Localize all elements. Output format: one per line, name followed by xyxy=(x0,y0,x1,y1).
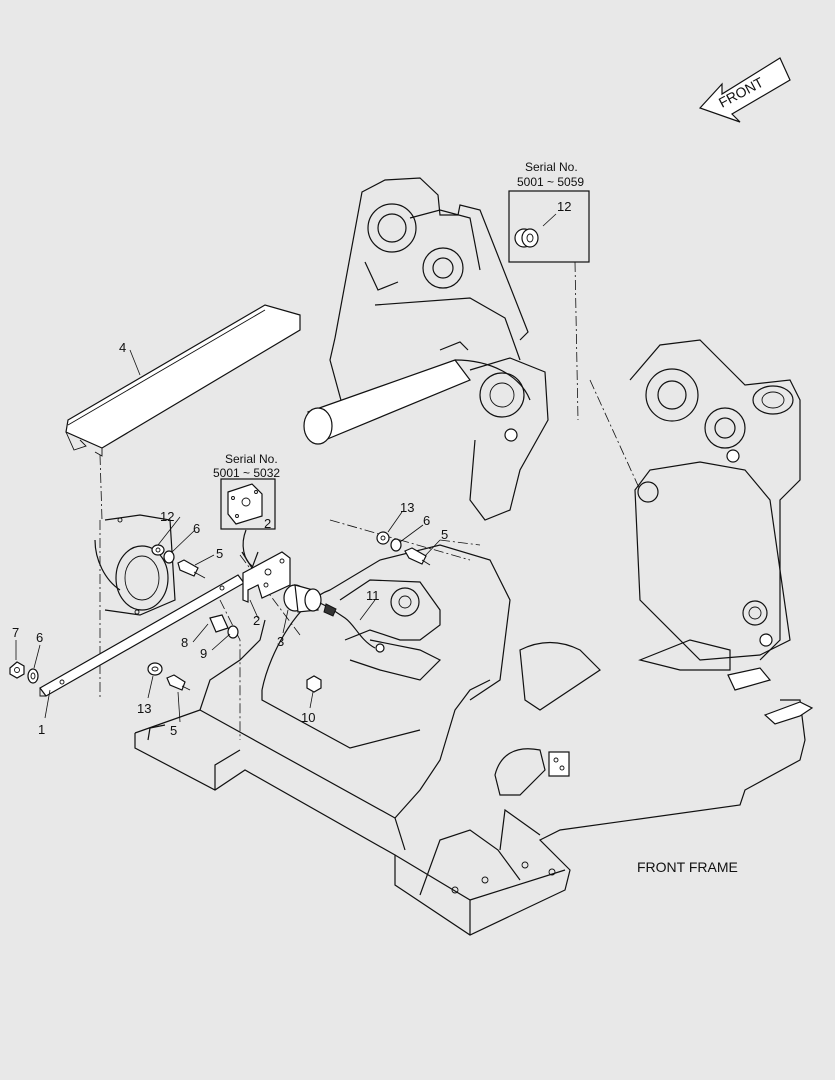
serial-box-left-line2: 5001 ~ 5032 xyxy=(213,466,280,480)
callout-13-right: 13 xyxy=(400,500,414,515)
callout-4: 4 xyxy=(119,340,126,355)
callout-13-left: 13 xyxy=(137,701,151,716)
cover-part-4 xyxy=(65,304,301,521)
callout-5-upper: 5 xyxy=(216,546,223,561)
serial-box-left-line1: Serial No. xyxy=(225,452,278,466)
callout-7: 7 xyxy=(12,625,19,640)
bracket-part-2 xyxy=(209,551,385,693)
left-housing xyxy=(94,514,176,616)
callout-9: 9 xyxy=(200,646,207,661)
callout-6-right: 6 xyxy=(423,513,430,528)
callout-numbers: 7 6 1 13 5 4 12 6 5 8 9 2 3 11 10 13 6 5 xyxy=(12,340,448,738)
callout-5-lower: 5 xyxy=(170,723,177,738)
serial-box-top-part: 12 xyxy=(557,199,571,214)
callout-2: 2 xyxy=(253,613,260,628)
fasteners-left-upper xyxy=(151,544,206,579)
callout-5-right: 5 xyxy=(441,527,448,542)
callout-12-left: 12 xyxy=(160,509,174,524)
callout-1: 1 xyxy=(38,722,45,737)
serial-box-left-part: 2 xyxy=(264,516,271,531)
front-direction-arrow: FRONT xyxy=(698,57,791,123)
fasteners-right xyxy=(376,531,431,566)
serial-box-top-line2: 5001 ~ 5059 xyxy=(517,175,584,189)
callout-8: 8 xyxy=(181,635,188,650)
drawing-title: FRONT FRAME xyxy=(637,859,738,875)
callout-3: 3 xyxy=(277,634,284,649)
serial-box-top: Serial No. 5001 ~ 5059 12 xyxy=(508,160,590,421)
bar-part-1 xyxy=(9,574,245,697)
callout-10: 10 xyxy=(301,710,315,725)
serial-box-left: Serial No. 5001 ~ 5032 2 xyxy=(213,452,280,570)
callout-6-upper: 6 xyxy=(193,521,200,536)
callout-11: 11 xyxy=(366,588,380,603)
fasteners-left-lower xyxy=(147,662,191,691)
serial-box-top-line1: Serial No. xyxy=(525,160,578,174)
leader-lines xyxy=(15,511,441,723)
front-frame-body xyxy=(99,177,814,936)
callout-6-left: 6 xyxy=(36,630,43,645)
